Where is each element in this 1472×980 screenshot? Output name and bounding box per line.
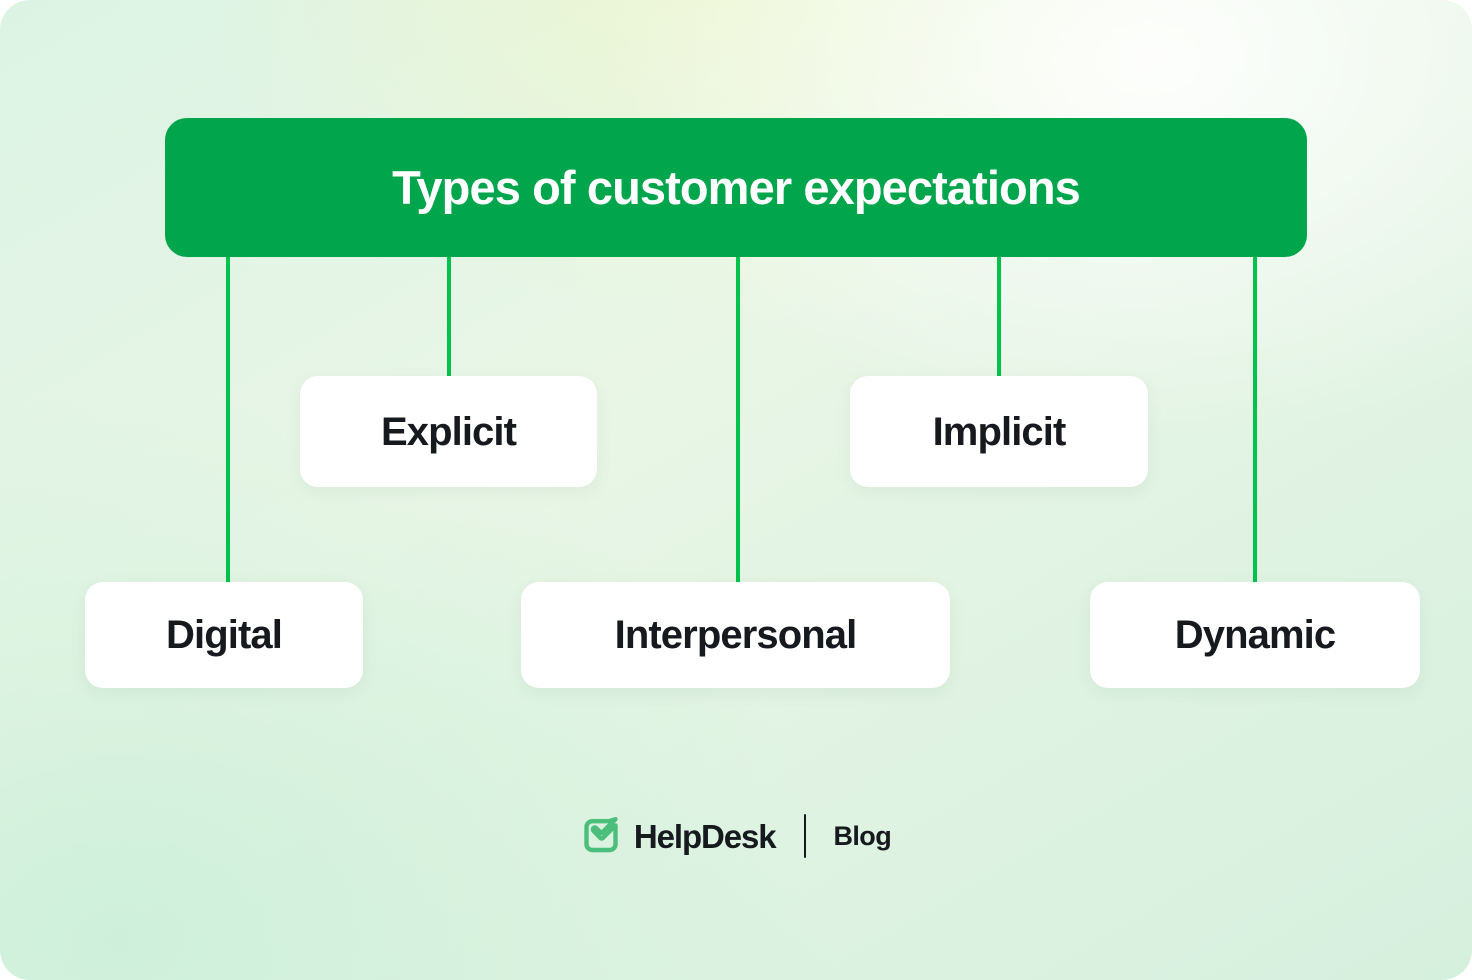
node-label-explicit: Explicit (380, 409, 517, 454)
brand-name: HelpDesk (633, 817, 777, 855)
helpdesk-logo: HelpDesk (581, 816, 777, 856)
node-label-digital: Digital (166, 613, 283, 657)
node-implicit: Implicit (850, 376, 1148, 487)
node-explicit: Explicit (300, 376, 597, 487)
connector-line-digital (226, 250, 230, 590)
connector-line-interpersonal (736, 250, 740, 590)
node-dynamic: Dynamic (1090, 582, 1420, 688)
footer-divider (803, 814, 806, 858)
node-digital: Digital (85, 582, 363, 688)
node-label-interpersonal: Interpersonal (614, 613, 858, 657)
footer-brand-bar: HelpDesk Blog (0, 800, 1472, 872)
connector-line-implicit (997, 250, 1001, 382)
footer-section-label: Blog (833, 820, 892, 851)
connector-line-explicit (447, 250, 451, 382)
page-title: Types of customer expectations (392, 161, 1081, 214)
diagram-header-box: Types of customer expectations (165, 118, 1307, 257)
connector-line-dynamic (1253, 250, 1257, 590)
node-interpersonal: Interpersonal (521, 582, 950, 688)
node-label-dynamic: Dynamic (1174, 613, 1336, 657)
node-label-implicit: Implicit (932, 409, 1067, 454)
check-square-icon (584, 817, 618, 853)
